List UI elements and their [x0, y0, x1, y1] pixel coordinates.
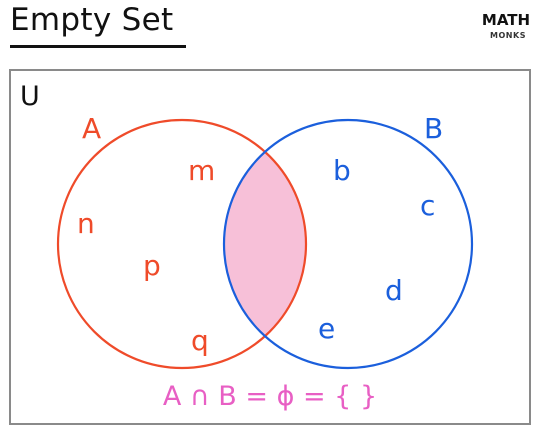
set-a-element: q [191, 324, 209, 357]
empty-set-equation: A ∩ B = ϕ = { } [163, 381, 377, 412]
title-underline [10, 45, 186, 48]
set-a-element: m [188, 154, 215, 187]
set-b-element: b [333, 154, 351, 187]
math-monks-logo: MATH MONKS [482, 11, 530, 40]
set-b-element: c [420, 189, 435, 222]
set-a-label: A [82, 112, 101, 145]
set-b-label: B [424, 112, 443, 145]
set-b-element: d [385, 274, 403, 307]
intersection-region [224, 120, 306, 368]
set-a-circle [56, 118, 308, 370]
universe-label: U [20, 81, 40, 112]
logo-line-1: MATH [482, 11, 530, 29]
set-b-element: e [318, 312, 335, 345]
set-a-element: n [77, 207, 95, 240]
set-a-element: p [143, 249, 161, 282]
page-title: Empty Set [10, 2, 174, 38]
logo-line-2: MONKS [490, 31, 526, 40]
set-b-circle [222, 118, 474, 370]
